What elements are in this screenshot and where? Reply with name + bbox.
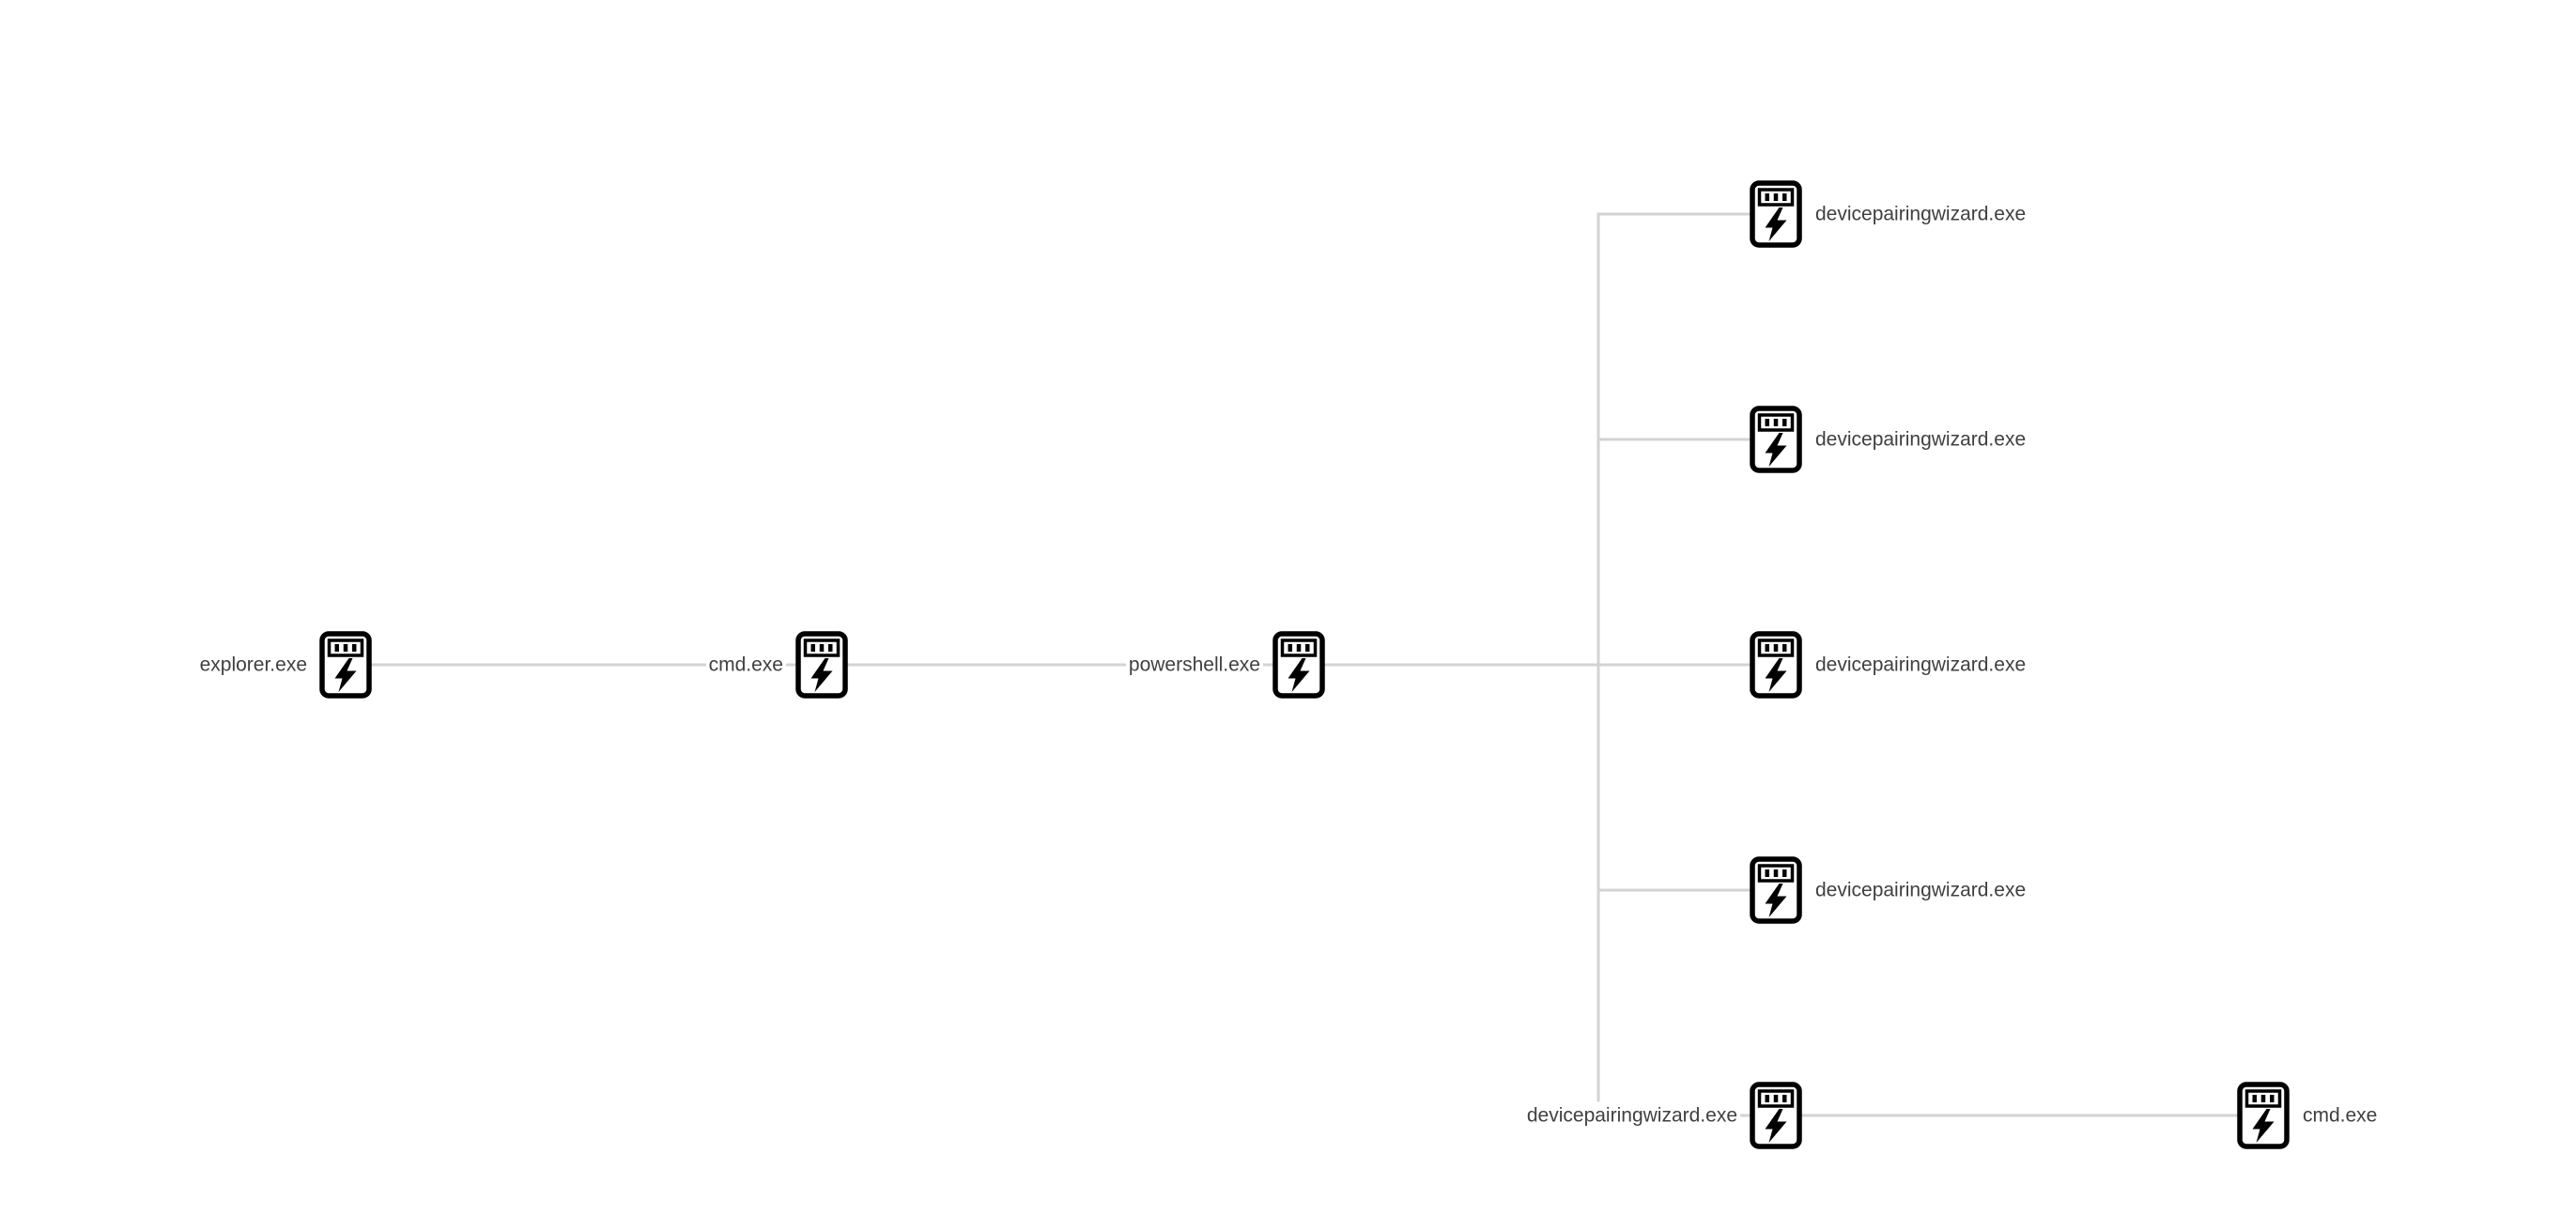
process-label: devicepairingwizard.exe: [1812, 651, 2029, 679]
process-executable-icon: [1750, 406, 1802, 473]
process-executable-icon: [1750, 180, 1802, 248]
process-node-dpw1[interactable]: devicepairingwizard.exe: [1750, 180, 2029, 248]
process-executable-icon: [795, 631, 848, 699]
process-executable-icon: [1750, 856, 1802, 924]
process-label: powershell.exe: [1125, 651, 1263, 679]
process-node-cmd1[interactable]: cmd.exe: [705, 631, 848, 699]
process-label: explorer.exe: [196, 651, 310, 679]
process-label: devicepairingwizard.exe: [1523, 1101, 1740, 1130]
process-node-dpw2[interactable]: devicepairingwizard.exe: [1750, 406, 2029, 473]
process-node-powershell[interactable]: powershell.exe: [1125, 631, 1325, 699]
process-label: devicepairingwizard.exe: [1812, 425, 2029, 454]
process-node-cmd2[interactable]: cmd.exe: [2237, 1082, 2381, 1149]
process-executable-icon: [1750, 631, 1802, 699]
process-executable-icon: [319, 631, 372, 699]
process-label: devicepairingwizard.exe: [1812, 876, 2029, 904]
process-executable-icon: [1273, 631, 1325, 699]
process-node-dpw5[interactable]: devicepairingwizard.exe: [1523, 1082, 1802, 1149]
process-label: cmd.exe: [705, 651, 786, 679]
process-executable-icon: [1750, 1082, 1802, 1149]
process-label: devicepairingwizard.exe: [1812, 200, 2029, 228]
process-label: cmd.exe: [2300, 1101, 2381, 1130]
process-node-dpw4[interactable]: devicepairingwizard.exe: [1750, 856, 2029, 924]
process-node-dpw3[interactable]: devicepairingwizard.exe: [1750, 631, 2029, 699]
process-node-explorer[interactable]: explorer.exe: [196, 631, 372, 699]
process-executable-icon: [2237, 1082, 2290, 1149]
